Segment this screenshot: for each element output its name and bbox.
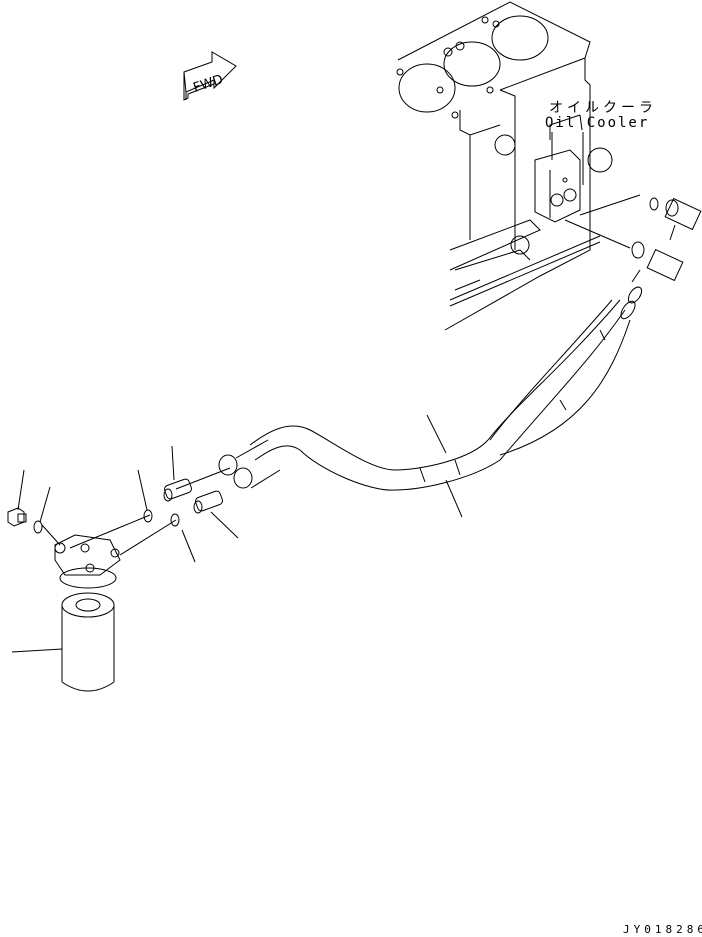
fwd-arrow-icon: FWD xyxy=(183,51,237,101)
callout-label-japanese: オイルクーラ xyxy=(549,100,657,116)
hose-assembly xyxy=(218,286,643,491)
engine-block xyxy=(396,1,613,331)
filter-cartridge xyxy=(61,592,115,692)
leader-lines xyxy=(11,132,584,653)
callout-label-english: Oil Cooler xyxy=(545,115,650,131)
o-rings xyxy=(33,509,180,534)
filter-head xyxy=(54,534,121,589)
cooler-fittings xyxy=(564,194,702,283)
oil-cooler xyxy=(534,114,583,223)
drawing-code: JY018286 xyxy=(623,923,702,936)
connectors xyxy=(163,478,223,514)
assembly-lines xyxy=(41,467,231,556)
plug xyxy=(7,507,27,527)
